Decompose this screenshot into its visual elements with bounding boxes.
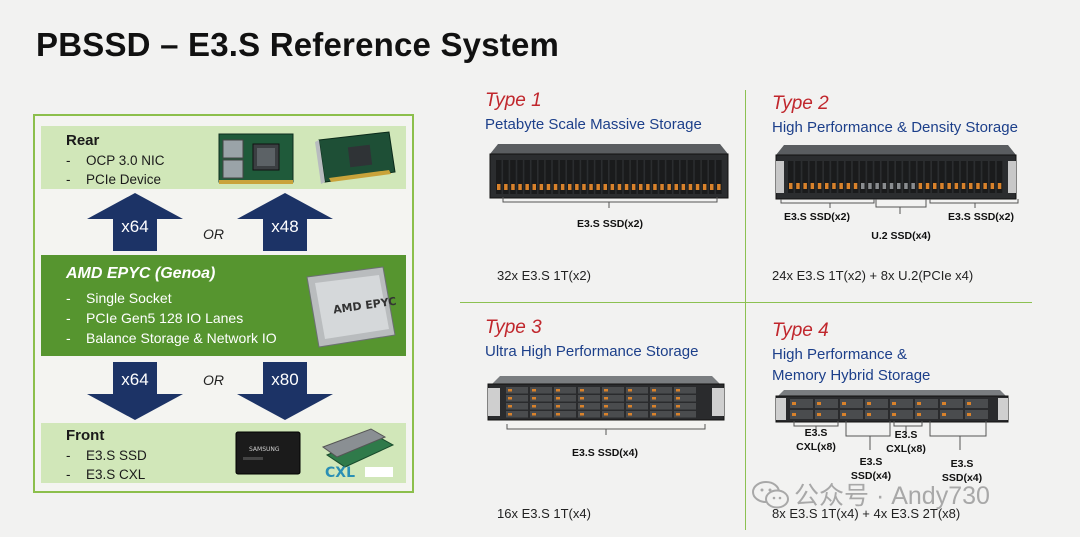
grid-divider-vertical — [745, 90, 746, 530]
type1-title: Type 1 — [485, 90, 542, 111]
page-title: PBSSD – E3.S Reference System — [36, 26, 560, 63]
type1-subtitle: Petabyte Scale Massive Storage — [485, 116, 702, 133]
cpu-title: AMD EPYC (Genoa) — [66, 265, 216, 282]
type1-server-image — [489, 144, 729, 199]
type4-title: Type 4 — [772, 320, 829, 341]
wechat-icon — [752, 481, 789, 509]
front-list: E3.S SSD E3.S CXL — [66, 446, 147, 484]
type2-subtitle: High Performance & Density Storage — [772, 119, 1018, 136]
watermark-text: 公众号 · Andy730 — [794, 482, 990, 510]
ocp-nic-image — [218, 133, 294, 184]
cxl-logo-text: CXL — [325, 465, 355, 481]
cpu-item-balance: Balance Storage & Network IO — [66, 328, 277, 348]
type2-annotation-ssd-left: E3.S SSD(x2) — [784, 211, 850, 223]
type2-annotation-u2: U.2 SSD(x4) — [871, 230, 931, 242]
type4-spec: 8x E3.S 1T(x4) + 4x E3.S 2T(x8) — [772, 506, 961, 521]
or-label-top: OR — [203, 226, 224, 242]
type2-spec: 24x E3.S 1T(x2) + 8x U.2(PCIe x4) — [772, 268, 974, 283]
cpu-item-socket: Single Socket — [66, 288, 277, 308]
rear-title: Rear — [66, 132, 100, 149]
type3-bracket — [506, 424, 706, 435]
epyc-chip-image: AMD EPYC — [306, 266, 397, 348]
arrow-up-left-label: x64 — [121, 217, 149, 236]
e3s-cxl-image: CXL — [321, 428, 395, 481]
type4-server-image — [775, 390, 1009, 423]
type4-subtitle-line1: High Performance & — [772, 346, 908, 363]
type4-annotation-ssd-right: E3.S SSD(x4) — [941, 458, 983, 484]
rear-list: OCP 3.0 NIC PCIe Device — [66, 151, 165, 189]
type4-annotation-cxl-left: E3.S CXL(x8) — [796, 427, 836, 453]
rear-item-nic: OCP 3.0 NIC — [66, 151, 165, 170]
type3-subtitle: Ultra High Performance Storage — [485, 343, 699, 360]
front-item-cxl: E3.S CXL — [66, 465, 147, 484]
arrow-up-left-icon — [87, 193, 183, 251]
or-label-bottom: OR — [203, 372, 224, 388]
type2-brackets — [780, 199, 1019, 214]
arrow-down-right: x80 — [237, 362, 333, 420]
arrow-up-right-label: x48 — [271, 217, 299, 236]
front-item-ssd: E3.S SSD — [66, 446, 147, 465]
type1-bracket — [502, 197, 718, 208]
rear-item-pcie: PCIe Device — [66, 170, 165, 189]
front-title: Front — [66, 427, 105, 444]
arrow-down-right-icon — [237, 362, 333, 420]
cpu-band: AMD EPYC (Genoa) Single Socket PCIe Gen5… — [41, 255, 406, 356]
type3-spec: 16x E3.S 1T(x4) — [497, 506, 591, 521]
arrow-up-left: x64 — [87, 193, 183, 251]
rear-band: Rear OCP 3.0 NIC PCIe Device — [41, 126, 406, 189]
arrow-down-left-label: x64 — [121, 370, 149, 389]
type4-subtitle-line2: Memory Hybrid Storage — [772, 367, 931, 384]
type3-server-image — [487, 376, 725, 421]
type4-annotation-ssd-left: E3.S SSD(x4) — [850, 456, 892, 482]
arrow-down-left: x64 — [87, 362, 183, 420]
cpu-list: Single Socket PCIe Gen5 128 IO Lanes Bal… — [66, 288, 277, 348]
type2-server-image — [775, 145, 1017, 200]
type1-annotation-ssd: E3.S SSD(x2) — [577, 218, 643, 230]
system-architecture-panel: Rear OCP 3.0 NIC PCIe Device x64 OR — [33, 114, 414, 493]
cpu-item-lanes: PCIe Gen5 128 IO Lanes — [66, 308, 277, 328]
type3-title: Type 3 — [485, 317, 542, 338]
type4-annotation-cxl-right: E3.S CXL(x8) — [886, 429, 926, 455]
arrow-up-right: x48 — [237, 193, 333, 251]
pcie-card-image — [315, 131, 396, 184]
front-band: Front E3.S SSD E3.S CXL SAMSUNG CXL — [41, 423, 406, 483]
type4-brackets — [793, 421, 987, 450]
arrow-up-right-icon — [237, 193, 333, 251]
type3-annotation-ssd: E3.S SSD(x4) — [572, 447, 638, 459]
arrow-down-right-label: x80 — [271, 370, 299, 389]
type1-spec: 32x E3.S 1T(x2) — [497, 268, 591, 283]
type2-title: Type 2 — [772, 93, 829, 114]
grid-divider-horizontal — [460, 302, 1032, 303]
ssd-brand-text: SAMSUNG — [249, 446, 280, 453]
type2-annotation-ssd-right: E3.S SSD(x2) — [948, 211, 1014, 223]
arrow-down-left-icon — [87, 362, 183, 420]
e3s-ssd-image: SAMSUNG — [235, 431, 301, 475]
